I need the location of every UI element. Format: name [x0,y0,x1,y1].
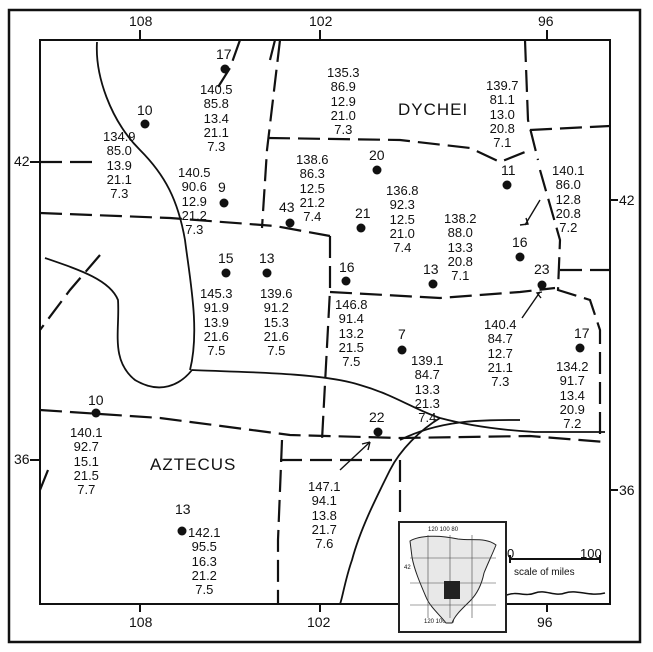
site-markers [91,64,585,536]
site-dot [428,279,438,289]
scale-end: 100 [580,546,602,561]
site-dot [341,276,351,286]
site-dot [140,119,150,129]
site-count: 10 [137,102,153,118]
tick-top-102: 102 [309,13,333,29]
site-dot [373,427,383,437]
inset-tick-bottom: 120 100 80 [424,619,455,625]
site-count: 15 [218,250,234,266]
site-count: 9 [218,179,226,195]
site-count: 7 [398,326,406,342]
region-label-aztecus: AZTECUS [150,455,237,474]
north-america-outline [409,535,497,624]
site-dot [397,345,407,355]
site-count: 16 [512,234,528,250]
inset-tick-top: 120 100 80 [428,527,459,533]
tick-right-42: 42 [619,192,635,208]
site-count: 13 [259,250,275,266]
tick-left-36: 36 [14,451,30,467]
pointer-arrows [339,199,543,471]
site-count: 13 [423,261,439,277]
site-count: 23 [534,261,550,277]
site-dot [356,223,366,233]
graticule-ticks [30,30,618,612]
site-dot [219,198,229,208]
site-count: 10 [88,392,104,408]
inset-tick-left: 42 [404,565,411,571]
site-count: 13 [175,501,191,517]
scale-bar [506,555,606,596]
site-count: 21 [355,205,371,221]
site-count: 17 [574,325,590,341]
scale-start: 0 [507,546,515,561]
site-dot [177,526,187,536]
tick-bottom-102: 102 [307,614,331,630]
site-count: 17 [216,46,232,62]
tick-bottom-96: 96 [537,614,553,630]
tick-top-108: 108 [129,13,153,29]
tick-top-96: 96 [538,13,554,29]
site-dot [285,218,295,228]
site-dot [537,280,547,290]
tick-bottom-108: 108 [129,614,153,630]
region-label-dychei: DYCHEI [398,100,469,119]
political-boundaries [38,39,611,604]
site-count: 43 [279,199,295,215]
site-count: 11 [501,162,516,178]
site-dot [220,64,230,74]
scale-label: scale of miles [514,567,575,578]
site-count: 22 [369,409,385,425]
inset-locator-map: 120 100 80 42 120 100 80 [398,521,507,633]
tick-right-36: 36 [619,482,635,498]
study-area-marker [444,581,460,599]
map-frame [7,8,642,644]
range-lines [44,41,605,605]
map-border [39,39,611,605]
site-count: 20 [369,147,385,163]
site-count: 16 [339,259,355,275]
site-dot [91,408,101,418]
site-dot [262,268,272,278]
site-dot [515,252,525,262]
site-dot [372,165,382,175]
site-dot [502,180,512,190]
tick-left-42: 42 [14,153,30,169]
site-dot [575,343,585,353]
site-dot [221,268,231,278]
